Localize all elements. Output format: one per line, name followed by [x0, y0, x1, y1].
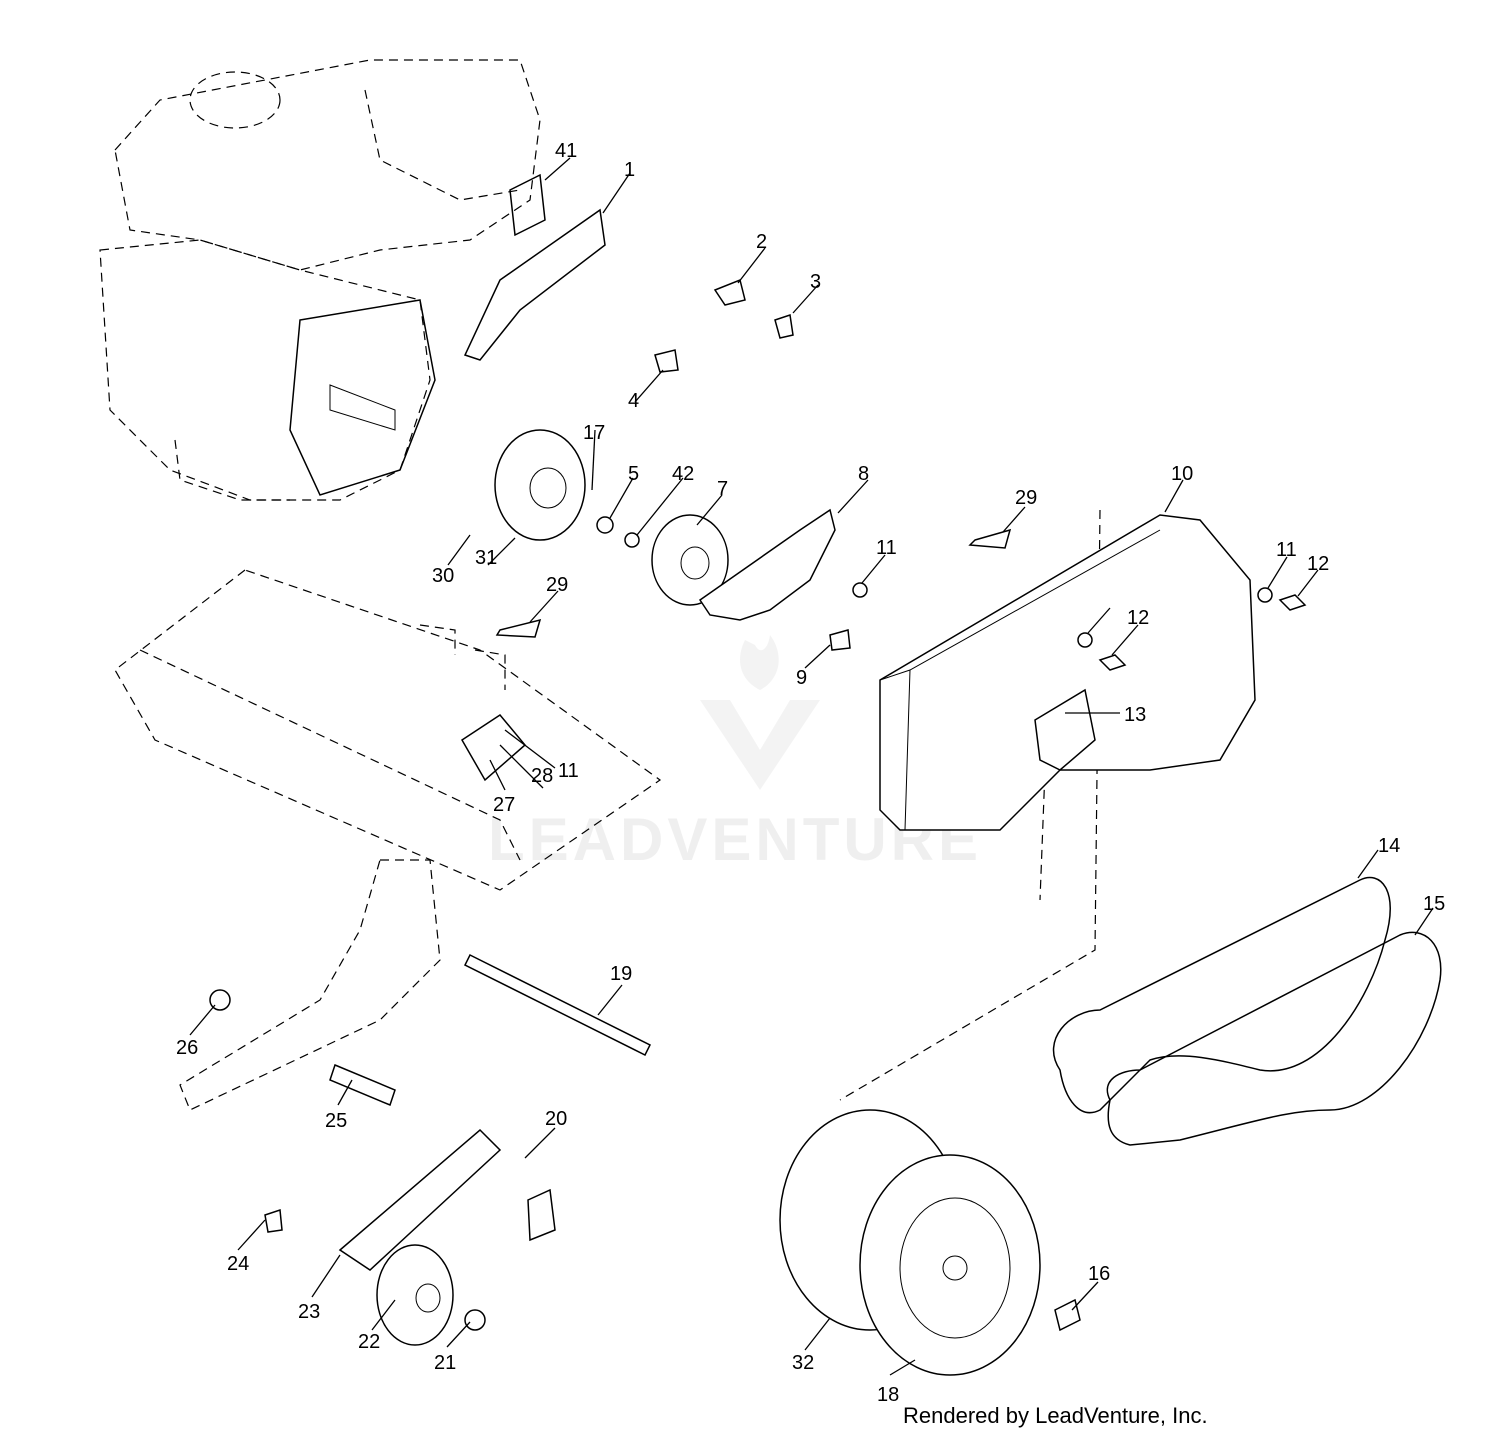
callout-2: 2 — [756, 231, 767, 253]
callout-12-right: 12 — [1307, 553, 1329, 575]
callout-19: 19 — [610, 963, 632, 985]
callout-42: 42 — [672, 463, 694, 485]
callout-13: 13 — [1124, 704, 1146, 726]
callout-11-shield: 11 — [558, 760, 579, 782]
callout-5: 5 — [628, 463, 639, 485]
callout-11-right: 11 — [1276, 539, 1297, 561]
pulleys — [376, 429, 1041, 1376]
engine-outline — [99, 59, 541, 501]
callout-27: 27 — [493, 794, 515, 816]
callout-29-cover: 29 — [1015, 487, 1037, 509]
callout-15: 15 — [1423, 893, 1445, 915]
belts — [1052, 876, 1442, 1146]
callout-22: 22 — [358, 1331, 380, 1353]
hardware — [209, 173, 1307, 1332]
callout-28: 28 — [531, 765, 553, 787]
callout-21: 21 — [434, 1352, 456, 1374]
callout-14: 14 — [1378, 835, 1400, 857]
belt-cover — [879, 514, 1256, 831]
callout-23: 23 — [298, 1301, 320, 1323]
callout-11-bracket: 11 — [876, 537, 897, 559]
callout-41: 41 — [555, 140, 577, 162]
tine-shield-outline — [114, 569, 662, 891]
callout-32: 32 — [792, 1352, 814, 1374]
callout-4: 4 — [628, 390, 639, 412]
callout-7: 7 — [717, 478, 728, 500]
callout-20: 20 — [545, 1108, 567, 1130]
callout-17: 17 — [583, 422, 605, 444]
callout-3: 3 — [810, 271, 821, 293]
callout-29-shield: 29 — [546, 574, 568, 596]
callout-12-center: 12 — [1127, 607, 1149, 629]
callout-1: 1 — [624, 159, 635, 181]
callout-30: 30 — [432, 565, 454, 587]
leader-lines — [189, 157, 1434, 1376]
callout-31: 31 — [475, 547, 497, 569]
callout-26: 26 — [176, 1037, 198, 1059]
callout-16: 16 — [1088, 1263, 1110, 1285]
callout-18: 18 — [877, 1384, 899, 1406]
callout-24: 24 — [227, 1253, 249, 1275]
frame-outline — [179, 509, 1101, 1111]
callout-10: 10 — [1171, 463, 1193, 485]
callout-9: 9 — [796, 667, 807, 689]
callout-25: 25 — [325, 1110, 347, 1132]
callout-labels: 41 1 2 3 4 17 5 42 7 8 10 29 30 31 11 12… — [176, 140, 1445, 1406]
callout-8: 8 — [858, 463, 869, 485]
render-credit: Rendered by LeadVenture, Inc. — [903, 1403, 1208, 1428]
